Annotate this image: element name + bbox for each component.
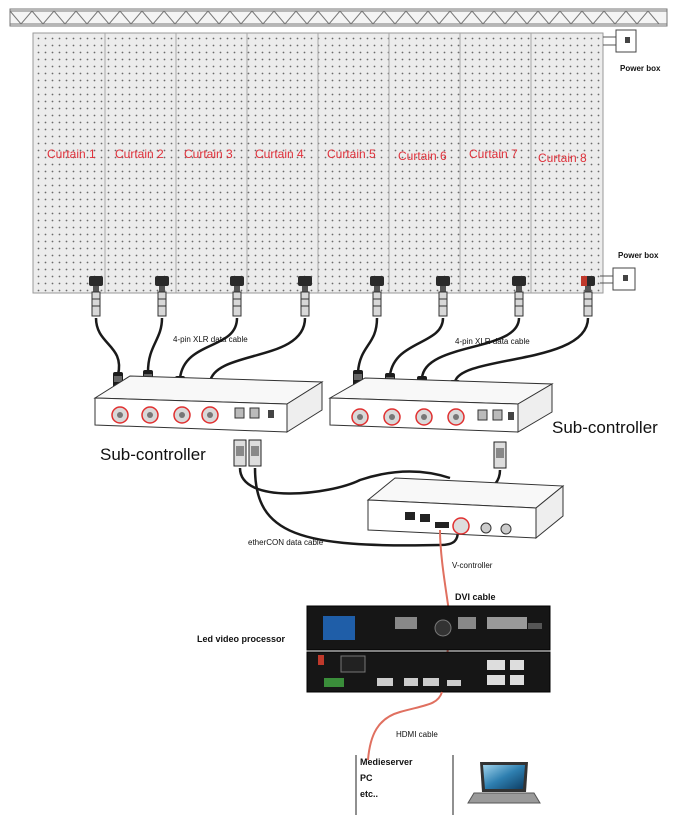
curtain-label-4: Curtain 4: [255, 147, 304, 161]
xlr-data-cables: [96, 318, 588, 382]
xlr-cable-label-right: 4-pin XLR data cable: [455, 337, 530, 346]
source-line-2: PC: [360, 773, 373, 783]
power-box-bottom-label: Power box: [618, 251, 659, 260]
xlr-connector-6: [436, 276, 450, 316]
xlr-connector-4: [298, 276, 312, 316]
v-controller-label: V-controller: [452, 561, 493, 570]
curtain-label-3: Curtain 3: [184, 147, 233, 161]
xlr-connector-2: [155, 276, 169, 316]
sub-controller-right: [330, 378, 552, 432]
curtain-label-1: Curtain 1: [47, 147, 96, 161]
ethercon-plug-3: [494, 442, 506, 468]
ethercon-plug-1: [234, 440, 246, 466]
source-line-3: etc..: [360, 789, 378, 799]
power-box-top: [603, 30, 636, 52]
curtain-label-7: Curtain 7: [469, 147, 518, 161]
curtain-label-2: Curtain 2: [115, 147, 164, 161]
led-curtain-wall: [33, 33, 603, 293]
sub-controller-right-label: Sub-controller: [552, 418, 658, 437]
v-controller: [368, 478, 563, 538]
xlr-connector-7: [512, 276, 526, 316]
ethercon-cable-label: etherCON data cable: [248, 538, 324, 547]
hdmi-cable-label: HDMI cable: [396, 730, 438, 739]
xlr-cable-label-left: 4-pin XLR data cable: [173, 335, 248, 344]
sub-controller-left-label: Sub-controller: [100, 445, 206, 464]
curtain-label-5: Curtain 5: [327, 147, 376, 161]
power-box-bottom: [600, 268, 635, 290]
laptop-icon: [468, 762, 540, 803]
led-video-processor-top: [307, 606, 550, 650]
power-box-top-label: Power box: [620, 64, 661, 73]
curtain-label-6: Curtain 6: [398, 149, 447, 163]
curtain-label-8: Curtain 8: [538, 151, 587, 165]
source-line-1: Medieserver: [360, 757, 413, 767]
hdmi-cable: [368, 692, 442, 760]
ethercon-plug-2: [249, 440, 261, 466]
sub-controller-left: [95, 376, 322, 432]
led-video-processor-bottom: [307, 652, 550, 692]
xlr-connector-1: [89, 276, 103, 316]
xlr-connector-3: [230, 276, 244, 316]
dvi-cable-label: DVI cable: [455, 592, 496, 602]
xlr-connector-5: [370, 276, 384, 316]
truss: [10, 9, 667, 26]
led-video-processor-label: Led video processor: [197, 634, 286, 644]
